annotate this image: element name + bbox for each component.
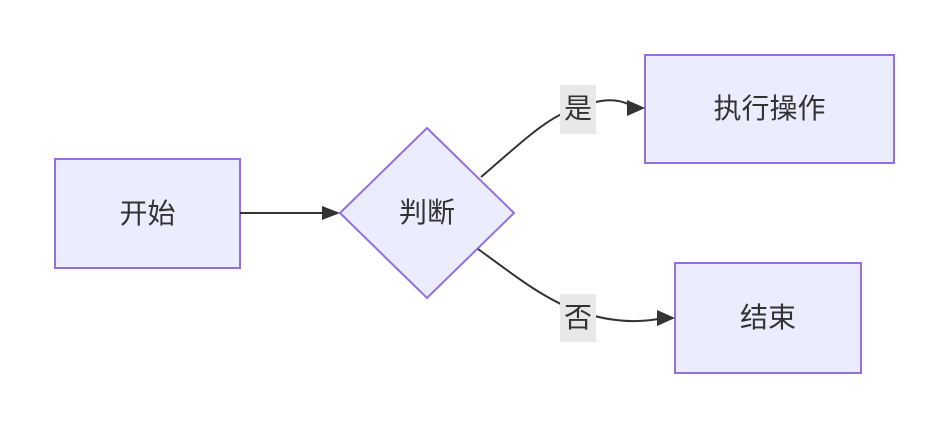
node-end-shape	[674, 262, 862, 374]
edge-decision-action	[480, 99, 629, 178]
node-action-shape	[644, 54, 895, 164]
edge-label-no: 否	[560, 294, 596, 342]
edge-decision-end-arrowhead-icon	[657, 310, 675, 326]
node-start-shape	[54, 158, 241, 269]
edge-start-decision-arrowhead-icon	[322, 206, 340, 220]
edge-label-yes: 是	[560, 85, 596, 134]
node-decision-shape	[338, 126, 516, 300]
edge-decision-action-arrowhead-icon	[627, 100, 645, 116]
